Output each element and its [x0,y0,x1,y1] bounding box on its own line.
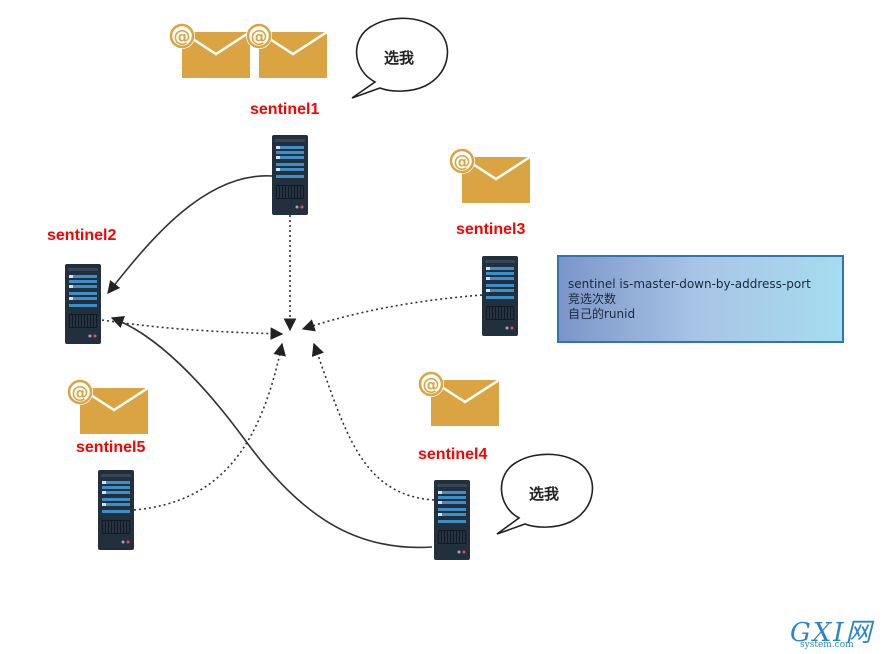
watermark-sub-text: system.com [800,640,854,650]
server-icon-sentinel5 [97,469,135,551]
dotted-s4-to-center [311,342,435,501]
sentinel5-label: sentinel5 [76,439,146,456]
sentinel2-label: sentinel2 [47,227,117,244]
sentinel1-label: sentinel1 [250,101,320,118]
election-request-note: sentinel is-master-down-by-address-port … [557,255,844,343]
site-watermark-logo: GXI网 system.com [790,612,886,652]
edge-s4-to-s2 [110,315,433,549]
edge-s1-to-s2 [107,175,273,295]
server-icon-sentinel1 [271,134,309,216]
mail-icon-sentinel1-a [167,21,252,80]
watermark-main-text: GXI网 [790,618,874,648]
note-line-runid: 自己的runid [568,307,636,321]
sentinel4-label: sentinel4 [418,446,488,463]
mail-icon-sentinel1-b [244,21,329,80]
dotted-s3-to-center [301,294,483,332]
mail-icon-sentinel4 [416,369,501,428]
mail-icon-sentinel5 [65,377,150,436]
bubble-text-2: 选我 [529,485,560,503]
speech-bubble-icon-1 [351,17,449,99]
speech-bubble-icon-2 [496,453,594,535]
dotted-s2-to-center [101,319,284,341]
note-line-epoch: 竞选次数 [568,292,617,306]
sentinel3-label: sentinel3 [456,221,526,238]
bubble-text-1: 选我 [384,49,415,67]
dotted-s5-to-center [133,342,286,511]
note-line-command: sentinel is-master-down-by-address-port [568,277,811,291]
server-icon-sentinel4 [433,479,471,561]
server-icon-sentinel3 [481,255,519,337]
mail-icon-sentinel3 [447,146,532,205]
server-icon-sentinel2 [64,263,102,345]
